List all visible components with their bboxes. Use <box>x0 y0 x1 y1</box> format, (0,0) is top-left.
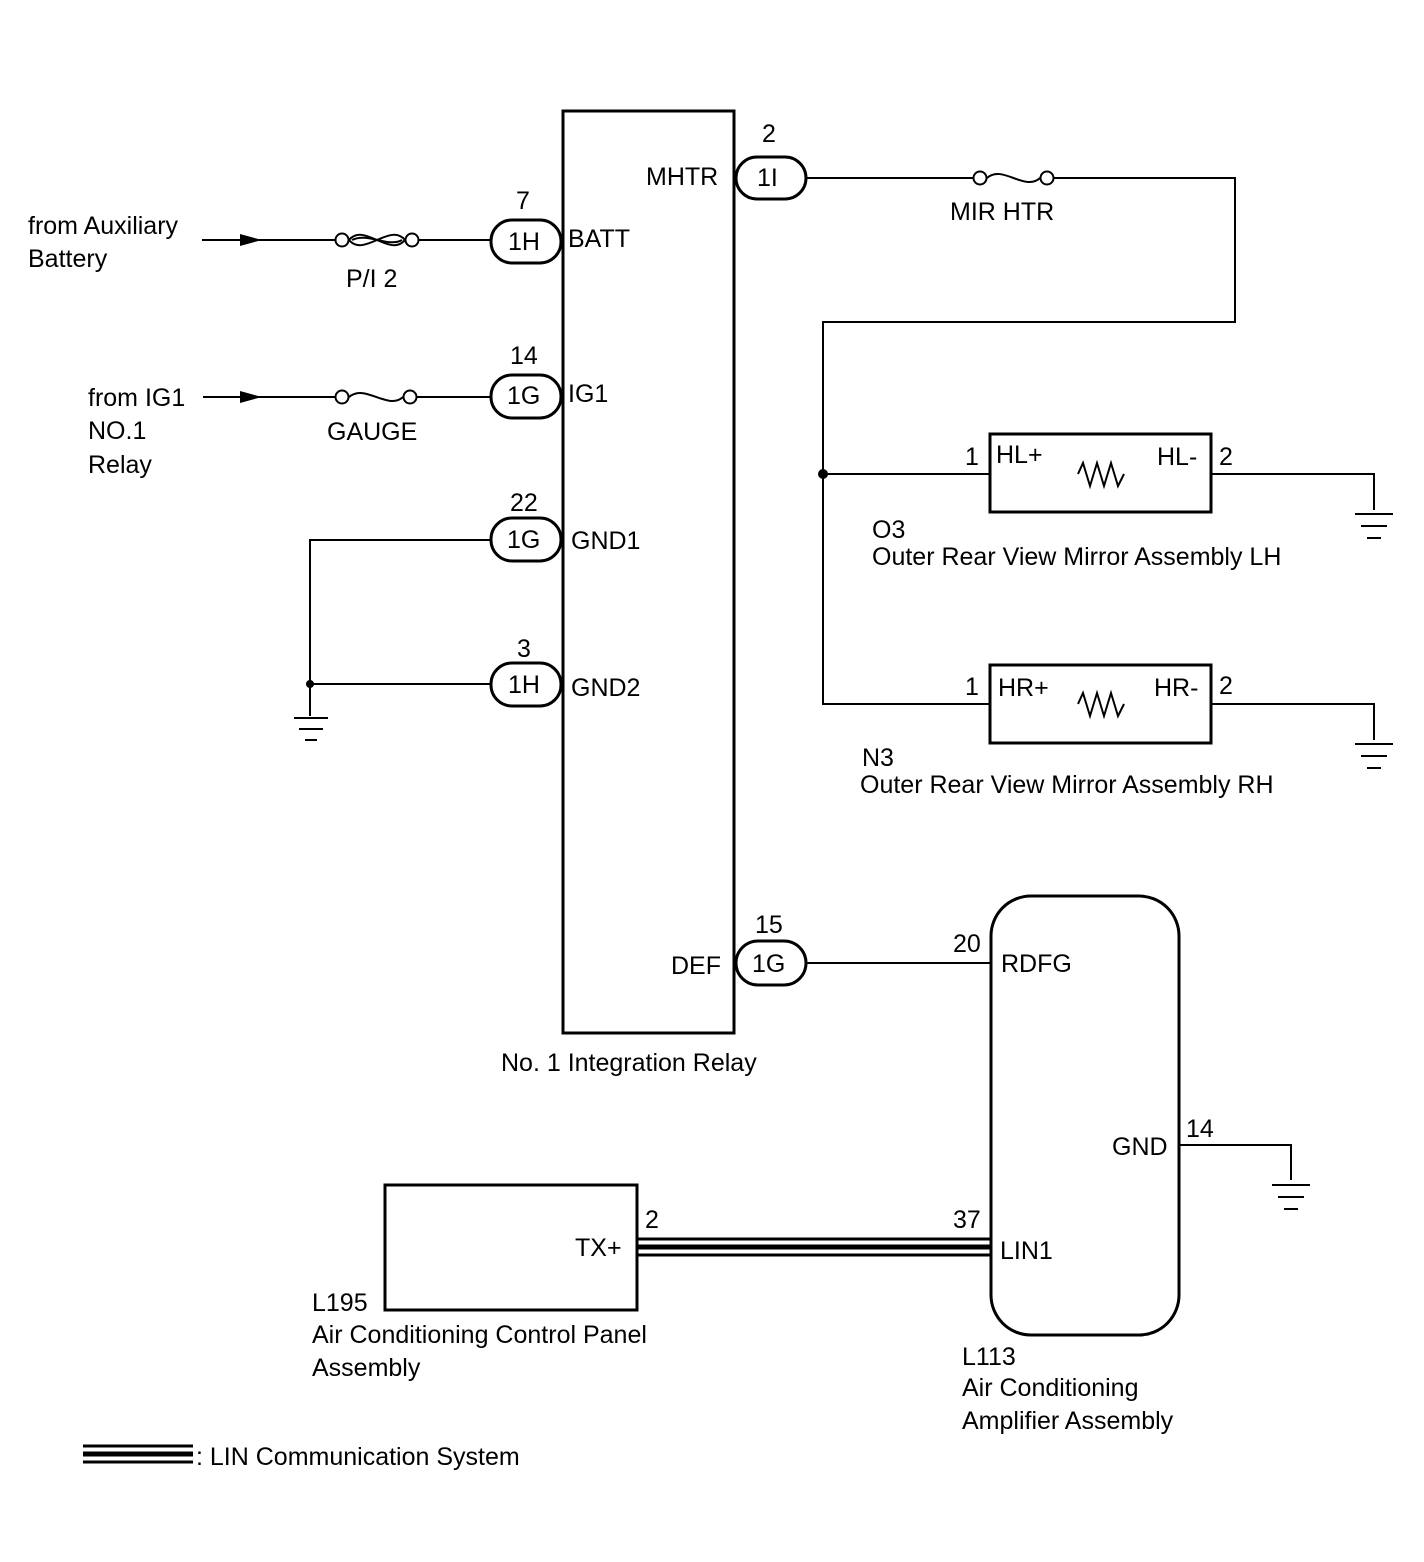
ac-amplifier-rdfg-label: RDFG <box>1001 950 1072 978</box>
ig1-connector-label: 1G <box>507 382 540 410</box>
fuse-mir-htr-label: MIR HTR <box>950 198 1054 226</box>
integration-relay: No. 1 Integration Relay 7 1H BATT 14 1G … <box>489 109 808 1077</box>
fuse-gauge-label: GAUGE <box>327 418 417 446</box>
ig1-terminal-label: IG1 <box>568 380 608 408</box>
gnd2-connector: 1H <box>489 661 563 708</box>
arrow-icon <box>240 234 262 246</box>
def-pin: 15 <box>755 911 783 939</box>
ac-amplifier-code: L113 <box>962 1343 1016 1371</box>
ground-icon <box>1355 513 1393 539</box>
mirror-rh-code: N3 <box>862 744 894 772</box>
mirror-lh-name: Outer Rear View Mirror Assembly LH <box>872 543 1281 571</box>
mhtr-pin: 2 <box>762 120 776 148</box>
mirror-lh: 1 HL+ HL- 2 O3 Outer Rear View Mirror As… <box>872 432 1393 571</box>
ig1-pin: 14 <box>510 342 538 370</box>
lin-bus-wire <box>637 1237 991 1257</box>
ac-panel: 2 TX+ L195 Air Conditioning Control Pane… <box>312 1183 659 1382</box>
batt-connector-label: 1H <box>508 228 540 256</box>
def-terminal-label: DEF <box>671 952 721 980</box>
gnd2-connector-label: 1H <box>508 671 540 699</box>
ac-panel-tx-pin: 2 <box>645 1206 659 1234</box>
def-connector: 1G <box>734 939 808 987</box>
gnd2-terminal-label: GND2 <box>571 674 640 702</box>
ac-amplifier-name-line2: Amplifier Assembly <box>962 1407 1174 1435</box>
ac-panel-code: L195 <box>312 1289 368 1317</box>
mhtr-terminal-label: MHTR <box>646 163 718 191</box>
ground-icon <box>1355 743 1393 769</box>
mirror-rh-plus-label: HR+ <box>998 674 1049 702</box>
mirror-rh: 1 HR+ HR- 2 N3 Outer Rear View Mirror As… <box>860 663 1393 799</box>
mirror-rh-minus-label: HR- <box>1154 674 1198 702</box>
ac-amplifier-name-line1: Air Conditioning <box>962 1374 1139 1402</box>
ground-icon <box>1272 1184 1310 1210</box>
fuse-pi2: P/I 2 <box>334 232 492 293</box>
ac-amplifier-lin1-pin: 37 <box>953 1206 981 1234</box>
mirror-rh-plus-pin: 1 <box>965 673 979 701</box>
lin-legend-label: : LIN Communication System <box>196 1443 520 1471</box>
mhtr-connector-label: 1I <box>757 164 778 192</box>
gnd1-connector: 1G <box>489 516 563 563</box>
ac-amplifier-lin1-label: LIN1 <box>1000 1237 1053 1265</box>
ig1-relay-label-line2: NO.1 <box>88 417 146 445</box>
mhtr-connector: 1I <box>734 155 808 201</box>
def-connector-label: 1G <box>752 950 785 978</box>
ig1-relay-label-line3: Relay <box>88 451 152 479</box>
ac-amplifier-gnd-label: GND <box>1112 1133 1168 1161</box>
mirror-lh-minus-label: HL- <box>1157 443 1197 471</box>
ground-icon <box>294 717 328 741</box>
ac-panel-name-line2: Assembly <box>312 1354 421 1382</box>
heater-resistor-icon <box>1077 459 1125 490</box>
gnd1-terminal-label: GND1 <box>571 527 640 555</box>
mirror-lh-minus-pin: 2 <box>1219 443 1233 471</box>
mirror-lh-code: O3 <box>872 516 905 544</box>
relay-ground-wiring <box>294 539 491 741</box>
batt-pin: 7 <box>516 187 530 215</box>
ac-panel-tx-label: TX+ <box>575 1234 622 1262</box>
ig1-connector: 1G <box>489 373 563 420</box>
arrow-icon <box>240 391 262 403</box>
aux-battery-label-line1: from Auxiliary <box>28 212 179 240</box>
ac-amplifier: 20 RDFG GND 14 37 LIN1 L113 Air Conditio… <box>953 894 1310 1435</box>
aux-battery-source: from Auxiliary Battery <box>28 212 336 273</box>
lin-legend-swatch <box>83 1444 193 1464</box>
mirror-rh-name: Outer Rear View Mirror Assembly RH <box>860 771 1274 799</box>
batt-connector: 1H <box>489 218 563 265</box>
batt-terminal-label: BATT <box>568 225 630 253</box>
ig1-relay-source: from IG1 NO.1 Relay <box>88 384 336 479</box>
fuse-pi2-label: P/I 2 <box>346 265 397 293</box>
mirror-lh-plus-pin: 1 <box>965 443 979 471</box>
gnd1-pin: 22 <box>510 489 538 517</box>
fuse-gauge: GAUGE <box>327 389 492 446</box>
fuse-mir-htr: MIR HTR <box>806 170 1236 705</box>
ac-amplifier-rdfg-pin: 20 <box>953 930 981 958</box>
ig1-relay-label-line1: from IG1 <box>88 384 185 412</box>
legend: : LIN Communication System <box>83 1443 520 1471</box>
ac-panel-name-line1: Air Conditioning Control Panel <box>312 1321 647 1349</box>
gnd2-pin: 3 <box>517 635 531 663</box>
mirror-lh-plus-label: HL+ <box>996 441 1043 469</box>
ac-amplifier-gnd-pin: 14 <box>1186 1115 1214 1143</box>
aux-battery-label-line2: Battery <box>28 245 108 273</box>
mirror-rh-minus-pin: 2 <box>1219 672 1233 700</box>
gnd1-connector-label: 1G <box>507 526 540 554</box>
integration-relay-name: No. 1 Integration Relay <box>501 1049 757 1077</box>
heater-resistor-icon <box>1077 689 1125 720</box>
